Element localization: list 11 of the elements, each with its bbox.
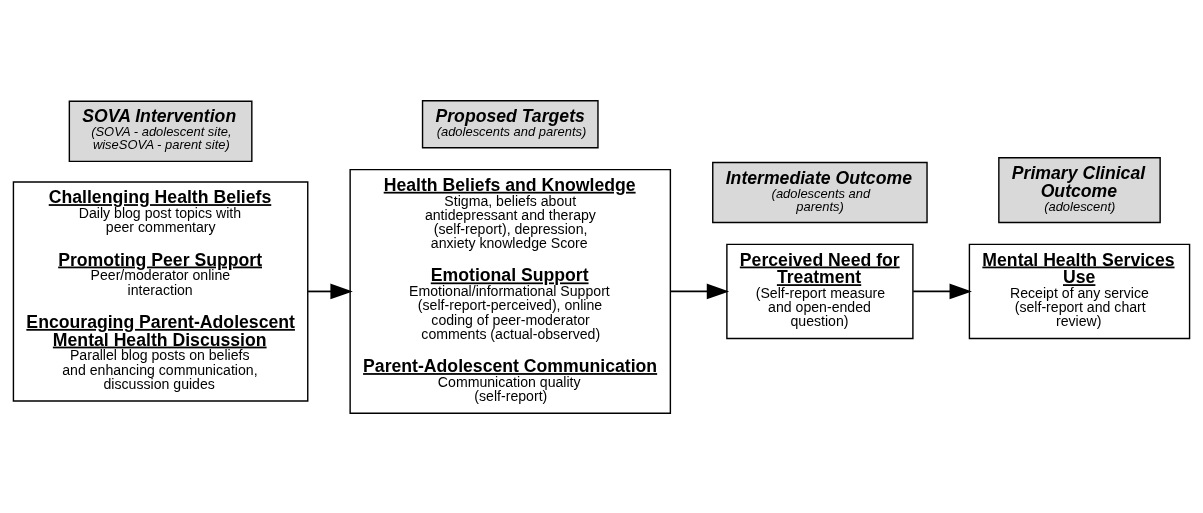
node-box: Intermediate Outcome (adolescents and parents) — [712, 161, 928, 223]
node-box: SOVA Intervention (SOVA - adolescent site, wiseSOVA - parent site) — [68, 100, 253, 162]
arrow — [307, 283, 353, 299]
node-box: Health Beliefs and Knowledge Stigma, beliefs about antidepressant and therapy (self-report), depression, anxiety knowledge Score Emotional Support Emotional/informational Support (self-report-perceived), online coding of peer-moderator comments (actual-observed) Parent-Adolescent Communication Communication quality (self-report) — [349, 168, 672, 414]
arrow — [912, 283, 972, 299]
node-box: Perceived Need for Treatment (Self-report measure and open-ended question) — [726, 243, 914, 339]
node-box: Challenging Health Beliefs Daily blog post topics with peer commentary Promoting Peer Support Peer/moderator online interaction Encouraging Parent-Adolescent Mental Health Discussion Parallel blog posts on beliefs and enhancing communication, discussion guides — [12, 180, 309, 402]
arrow — [669, 283, 730, 299]
node-box: Mental Health Services Use Receipt of any service (self-report and chart review) — [968, 243, 1191, 339]
node-box: Primary Clinical Outcome (adolescent) — [998, 156, 1161, 223]
node-box: Proposed Targets (adolescents and parents) — [421, 99, 599, 148]
